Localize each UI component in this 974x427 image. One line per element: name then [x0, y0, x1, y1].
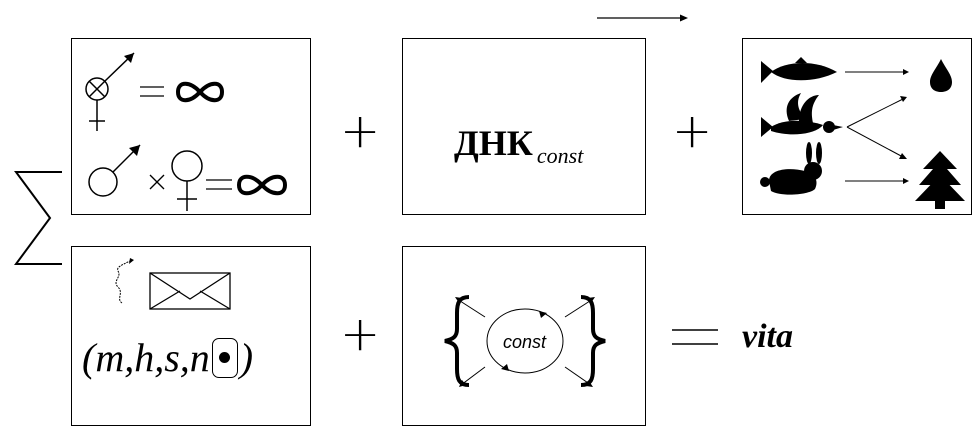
rabbit-icon — [760, 142, 822, 195]
left-brace-icon — [444, 295, 470, 387]
female-icon — [171, 150, 203, 211]
food-chain-box — [742, 38, 972, 215]
fish-icon — [761, 57, 837, 83]
plus-operator: + — [672, 103, 713, 159]
male-icon — [88, 144, 141, 197]
bird-icon — [761, 93, 843, 137]
dna-main: ДНК — [454, 123, 533, 163]
envelope-icon — [149, 272, 231, 310]
equals-operator-icon — [672, 329, 718, 345]
formula: (m,h,s,n) — [82, 338, 253, 382]
plus-operator: + — [340, 306, 381, 362]
formula-prefix: (m,h,s,n — [82, 335, 210, 380]
right-brace-icon — [580, 295, 606, 387]
const-label: const — [503, 332, 547, 352]
gender-box — [71, 38, 311, 215]
const-box: const — [402, 246, 646, 426]
formula-suffix: ) — [239, 335, 254, 380]
tree-icon — [915, 151, 965, 209]
nucleus-cell-icon — [211, 337, 238, 378]
message-box: (m,h,s,n) — [71, 246, 311, 426]
result-vita: vita — [742, 318, 793, 355]
squiggle-arrow-icon — [115, 260, 131, 304]
plus-operator: + — [340, 103, 381, 159]
dna-subscript: const — [536, 143, 584, 168]
summation-icon — [14, 171, 62, 265]
infinity-icon — [236, 174, 288, 196]
drop-icon — [930, 59, 952, 92]
infinity-icon — [175, 81, 225, 103]
hermaphrodite-icon — [85, 52, 135, 131]
cycle-ellipse — [486, 308, 564, 374]
